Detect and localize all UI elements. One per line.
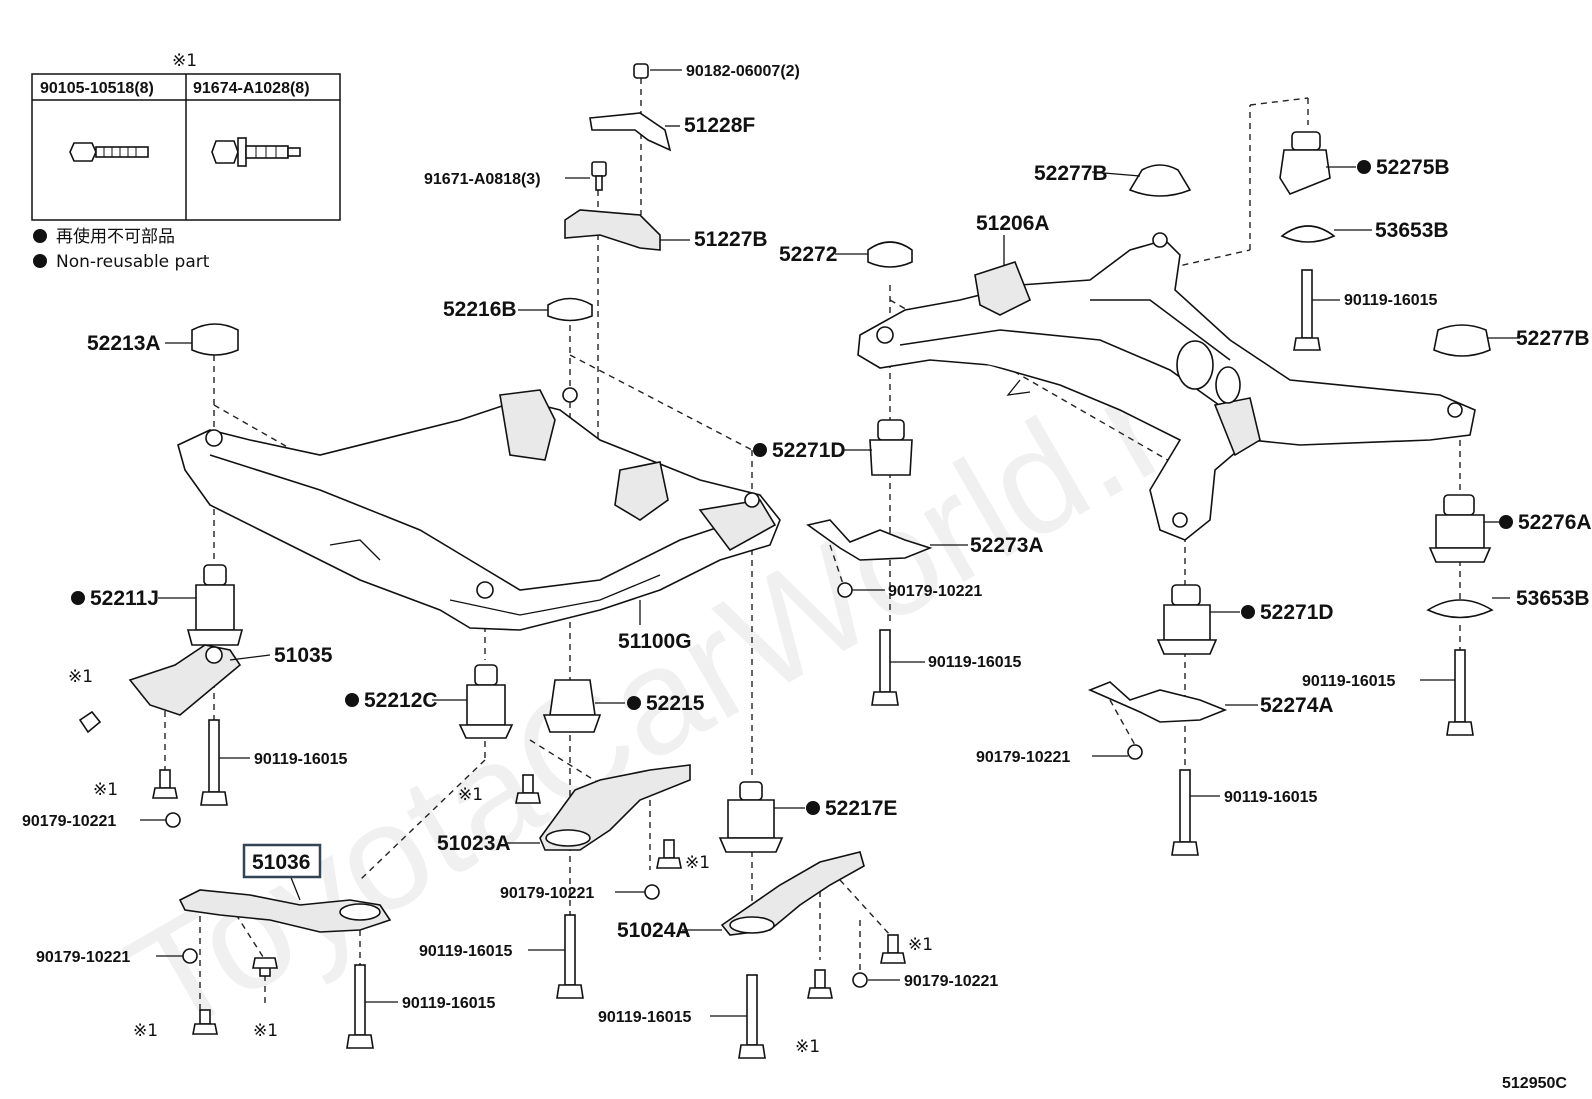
rear-suspension-member [857,232,1476,541]
highlight-box [242,843,322,879]
washer-bolt-icon [211,137,301,167]
note-mark: ※1 [253,1021,278,1041]
leader-lines [140,69,1520,1017]
front-suspension-member [177,387,781,631]
bracket-51035 [128,644,242,716]
label-53653B-bottom[interactable]: 53653B [1516,587,1590,610]
label-52271D-top[interactable]: 52271D [772,439,846,462]
legend-col2: 91674-A1028(8) [193,80,310,97]
label-52217E[interactable]: 52217E [825,797,897,820]
bushing-52271D-top [869,419,913,476]
bushing-52213A [191,323,239,356]
legend-note-mark: ※1 [172,51,197,71]
legend-col1: 90105-10518(8) [40,80,154,97]
label-90119-16015-l2[interactable]: 90119-16015 [402,995,496,1012]
bolts [78,269,1474,1059]
label-52213A[interactable]: 52213A [87,332,161,355]
legend-en-note: Non-reusable part [56,252,210,272]
non-reusable-dot-icon [345,693,359,707]
bushing-52275B [1279,131,1331,195]
label-51228F[interactable]: 51228F [684,114,755,137]
non-reusable-dot-icon [627,696,641,710]
diagram-reference: 512950C [1502,1075,1567,1092]
bracket-51024A [720,851,865,936]
label-52277B-top[interactable]: 52277B [1034,162,1108,185]
legend-jp-note: 再使用不可部品 [56,226,175,247]
bushing-52215 [542,679,602,733]
label-90119-16015-m2[interactable]: 90119-16015 [1224,789,1318,806]
label-90119-16015-r2[interactable]: 90119-16015 [1302,673,1396,690]
label-52215[interactable]: 52215 [646,692,705,715]
non-reusable-dot-icon [753,443,767,457]
note-mark: ※1 [795,1037,820,1057]
label-51023A[interactable]: 51023A [437,832,511,855]
label-90179-10221-c1[interactable]: 90179-10221 [500,885,594,902]
mount-52272 [867,241,913,268]
non-reusable-dot-icon [33,229,47,243]
label-51100G[interactable]: 51100G [618,630,692,653]
label-52271D-bottom[interactable]: 52271D [1260,601,1334,624]
label-90119-16015-l1[interactable]: 90119-16015 [254,751,348,768]
label-90179-10221-c2[interactable]: 90179-10221 [904,973,998,990]
non-reusable-dot-icon [71,591,85,605]
label-52276A[interactable]: 52276A [1518,511,1592,534]
label-52211J[interactable]: 52211J [90,587,159,610]
label-90182-06007[interactable]: 90182-06007(2) [686,63,800,80]
mount-52277B-right [1433,324,1491,357]
note-mark: ※1 [685,853,710,873]
label-90119-16015-r1[interactable]: 90119-16015 [1344,292,1438,309]
non-reusable-dot-icon [33,254,47,268]
non-reusable-dot-icon [1357,160,1371,174]
plate-53653B-bottom [1426,599,1494,619]
label-52277B-right[interactable]: 52277B [1516,327,1590,350]
legend-table: ※1 90105-10518(8) 91674-A1028(8) 再使用不可部品 [31,51,341,272]
label-53653B-top[interactable]: 53653B [1375,219,1449,242]
label-51227B[interactable]: 51227B [694,228,768,251]
label-52275B[interactable]: 52275B [1376,156,1450,179]
label-90179-10221-l2[interactable]: 90179-10221 [36,949,130,966]
label-91671-A0818[interactable]: 91671-A0818(3) [424,171,541,188]
bushing-52211J [186,564,244,646]
bushing-52217E [718,781,784,853]
label-90119-16015-c1[interactable]: 90119-16015 [419,943,513,960]
note-mark: ※1 [68,667,93,687]
mount-52277B-top [1128,164,1192,197]
non-reusable-dot-icon [1499,515,1513,529]
note-mark: ※1 [133,1021,158,1041]
label-90119-16015-m1[interactable]: 90119-16015 [928,654,1022,671]
note-mark: ※1 [908,935,933,955]
bushing-52271D-bottom [1156,584,1218,655]
label-51036[interactable]: 51036 [252,851,310,874]
label-90119-16015-c2[interactable]: 90119-16015 [598,1009,692,1026]
label-90179-10221-m1[interactable]: 90179-10221 [888,583,982,600]
note-mark: ※1 [93,780,118,800]
watermark: ToyotaCarWorld.ru [102,298,1267,1067]
label-52274A[interactable]: 52274A [1260,694,1334,717]
label-52216B[interactable]: 52216B [443,298,517,321]
label-52272[interactable]: 52272 [779,243,837,266]
plate-53653B-top [1280,225,1336,243]
bushing-52276A [1428,494,1492,563]
parts-top-center [547,63,672,322]
label-52212C[interactable]: 52212C [364,689,438,712]
label-51206A[interactable]: 51206A [976,212,1050,235]
note-mark: ※1 [458,785,483,805]
bushing-52212C [458,664,514,739]
bracket-51023A [539,764,691,851]
bracket-52273A [806,519,933,561]
non-reusable-dot-icon [1241,605,1255,619]
label-90179-10221-l1[interactable]: 90179-10221 [22,813,116,830]
label-51035[interactable]: 51035 [274,644,333,667]
label-90179-10221-m2[interactable]: 90179-10221 [976,749,1070,766]
non-reusable-dot-icon [806,801,820,815]
flange-bolt-icon [69,142,149,162]
label-51024A[interactable]: 51024A [617,919,691,942]
label-52273A[interactable]: 52273A [970,534,1044,557]
part-labels: 90182-06007(2) 51228F 91671-A0818(3) 512… [22,63,1592,1092]
bracket-52274A [1087,681,1228,723]
bracket-51036 [178,889,392,933]
